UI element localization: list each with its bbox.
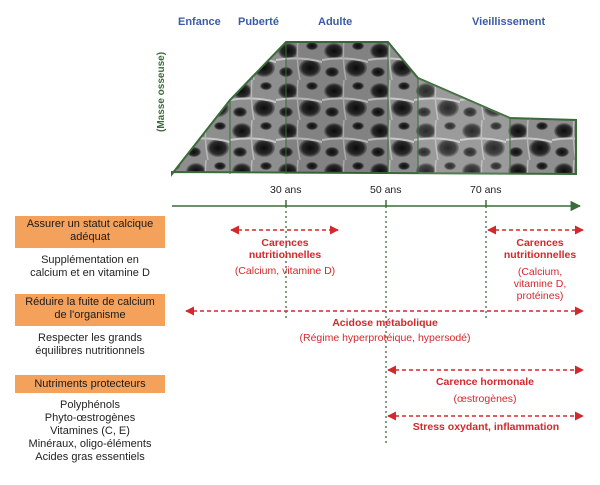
- hormonale-sub: (œstrogènes): [453, 393, 517, 405]
- age-50: 50 ans: [370, 184, 402, 196]
- stage-enfance: Enfance: [178, 16, 221, 28]
- stage-vieillissement: Vieillissement: [472, 16, 546, 28]
- y-axis-label: (Masse osseuse): [156, 51, 167, 132]
- box-nutriments: Nutriments protecteurs: [15, 375, 165, 393]
- acidose-sub: (Régime hyperprotéique, hypersodé): [299, 332, 471, 344]
- stage-puberte: Puberté: [238, 16, 279, 28]
- carences-1-sub: (Calcium, vitamine D): [234, 265, 336, 277]
- acidose-title: Acidose métabolique: [332, 317, 438, 329]
- age-30: 30 ans: [270, 184, 302, 196]
- hormonale-title: Carence hormonale: [435, 376, 535, 388]
- bone-mass-curve: [171, 41, 577, 177]
- stage-adulte: Adulte: [318, 16, 353, 28]
- age-70: 70 ans: [470, 184, 502, 196]
- stress-title: Stress oxydant, inflammation: [412, 421, 560, 433]
- carences-2-sub: (Calcium,vitamine D,protéines): [513, 266, 567, 302]
